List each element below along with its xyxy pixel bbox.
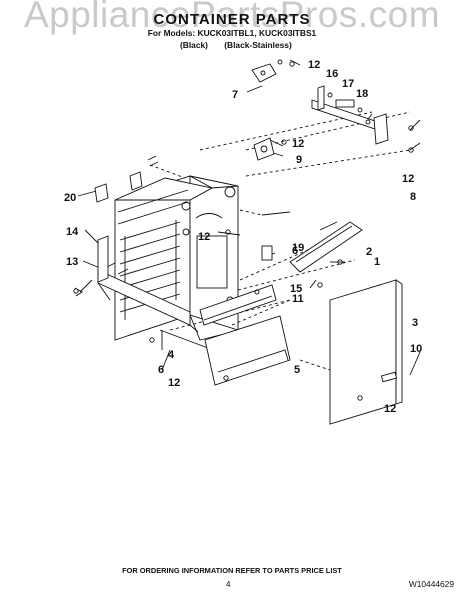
callout-18: 18 xyxy=(356,88,368,100)
watermark: AppliancePartsPros.com xyxy=(23,0,441,35)
callout-14: 14 xyxy=(66,226,79,238)
callout-2: 2 xyxy=(366,246,372,258)
latch-bracket xyxy=(253,137,275,161)
variant-stainless: (Black-Stainless) xyxy=(224,40,292,50)
callout-12f: 12 xyxy=(384,403,396,415)
callout-17: 17 xyxy=(342,78,354,90)
toe-plate xyxy=(204,315,291,386)
callout-20: 20 xyxy=(64,192,76,204)
page-title: CONTAINER PARTS xyxy=(153,11,311,28)
callout-8: 8 xyxy=(410,191,416,203)
handle-trim xyxy=(289,221,363,273)
variant-labels: (Black) (Black-Stainless) xyxy=(180,40,306,50)
callout-5: 5 xyxy=(294,364,300,376)
callout-16: 16 xyxy=(326,68,338,80)
ordering-note: FOR ORDERING INFORMATION REFER TO PARTS … xyxy=(122,566,342,575)
model-list: For Models: KUCK03ITBL1, KUCK03ITBS1 xyxy=(147,28,317,38)
small-bracket xyxy=(261,245,273,261)
callout-1: 1 xyxy=(374,256,380,268)
callout-3: 3 xyxy=(412,317,418,329)
screws xyxy=(73,61,414,401)
side-clips xyxy=(94,155,159,203)
callout-4: 4 xyxy=(168,349,175,361)
callout-12d: 12 xyxy=(198,231,210,243)
callout-12e: 12 xyxy=(168,377,180,389)
callout-13: 13 xyxy=(66,256,78,268)
callout-12c: 12 xyxy=(402,173,414,185)
hinge-rail-assembly xyxy=(311,85,389,145)
callout-12a: 12 xyxy=(308,59,320,71)
callout-12b: 12 xyxy=(292,138,304,150)
front-channel xyxy=(199,284,277,326)
callout-10: 10 xyxy=(410,343,422,355)
callout-labels: 1 2 3 4 5 6 6 7 8 9 10 11 12 12 12 12 12… xyxy=(64,59,422,415)
callout-19: 19 xyxy=(292,242,304,254)
callout-6b: 6 xyxy=(158,364,164,376)
mounting-bracket xyxy=(251,59,283,83)
callout-6a: 6 xyxy=(292,245,298,257)
callout-7: 7 xyxy=(232,89,238,101)
callout-15: 15 xyxy=(290,283,302,295)
side-rail xyxy=(74,235,109,297)
door-panel xyxy=(329,279,403,425)
callout-9: 9 xyxy=(296,154,302,166)
container-cabinet xyxy=(97,175,241,361)
callout-11: 11 xyxy=(292,293,304,305)
page-number: 4 xyxy=(226,580,231,589)
document-id: W10444629 xyxy=(408,579,454,589)
variant-black: (Black) xyxy=(180,40,208,50)
